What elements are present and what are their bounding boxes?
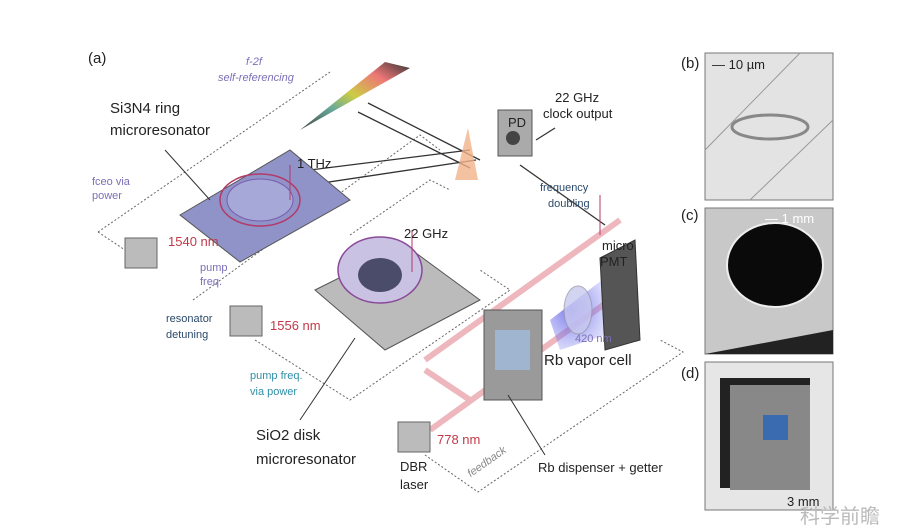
pump-via-power-label: pump freq. xyxy=(250,370,303,382)
panel-c-scale: — 1 mm xyxy=(765,211,815,226)
clock-label-2: clock output xyxy=(543,106,613,121)
micro-pmt-label-2: PMT xyxy=(600,254,628,269)
pd-label: PD xyxy=(508,115,527,130)
freq-doubling-label-2: doubling xyxy=(548,198,590,210)
panel-c-scale-text: 1 mm xyxy=(781,211,815,226)
rb-dispenser-label: Rb dispenser + getter xyxy=(538,460,663,475)
pump-freq-label-2: freq. xyxy=(200,276,223,288)
freq-doubling-label: frequency xyxy=(540,182,589,194)
fceo-label: fceo via xyxy=(92,176,130,188)
pump-via-power-label-2: via power xyxy=(250,386,298,398)
f2f-label: f-2f xyxy=(246,56,262,68)
panel-c-label: (c) xyxy=(681,207,699,224)
panel-d-scale: 3 mm xyxy=(787,494,820,509)
778nm-label: 778 nm xyxy=(437,432,481,447)
panel-b-image xyxy=(704,52,834,201)
panel-b-scale: — 10 µm xyxy=(712,57,766,72)
clock-label: 22 GHz xyxy=(555,90,600,105)
frequency-comb xyxy=(300,62,410,130)
rb-vapor-cell-label: Rb vapor cell xyxy=(544,352,632,369)
self-referencing-label: self-referencing xyxy=(218,72,294,84)
sio2-label: SiO2 disk xyxy=(256,427,321,444)
pump-freq-label: pump xyxy=(200,262,228,274)
22ghz-label: 22 GHz xyxy=(404,226,449,241)
dbr-label: DBR xyxy=(400,459,428,474)
micro-pmt-label: micro xyxy=(602,238,634,253)
panel-a-label: (a) xyxy=(88,50,107,67)
1540nm-label: 1540 nm xyxy=(168,234,219,249)
1556nm-label: 1556 nm xyxy=(270,318,321,333)
dbr-label-2: laser xyxy=(400,477,429,492)
panel-b-scale-text: 10 µm xyxy=(728,57,766,72)
panel-b-label: (b) xyxy=(681,55,700,72)
watermark: 科学前瞻 xyxy=(800,504,880,528)
resonator-detuning-label-2: detuning xyxy=(166,329,209,341)
laser-boxes xyxy=(124,237,431,453)
doubling-crystal xyxy=(455,128,478,180)
micro-pmt xyxy=(599,239,641,351)
sio2-label-2: microresonator xyxy=(256,451,357,468)
panel-d-label: (d) xyxy=(681,365,700,382)
si3n4-label: Si3N4 ring xyxy=(110,100,181,117)
420nm-label: 420 nm xyxy=(575,333,612,345)
si3n4-label-2: microresonator xyxy=(110,122,211,139)
fceo-label-2: power xyxy=(92,190,122,202)
resonator-detuning-label: resonator xyxy=(166,313,213,325)
pointer-lines xyxy=(164,149,601,456)
1thz-label: 1 THz xyxy=(297,156,332,171)
